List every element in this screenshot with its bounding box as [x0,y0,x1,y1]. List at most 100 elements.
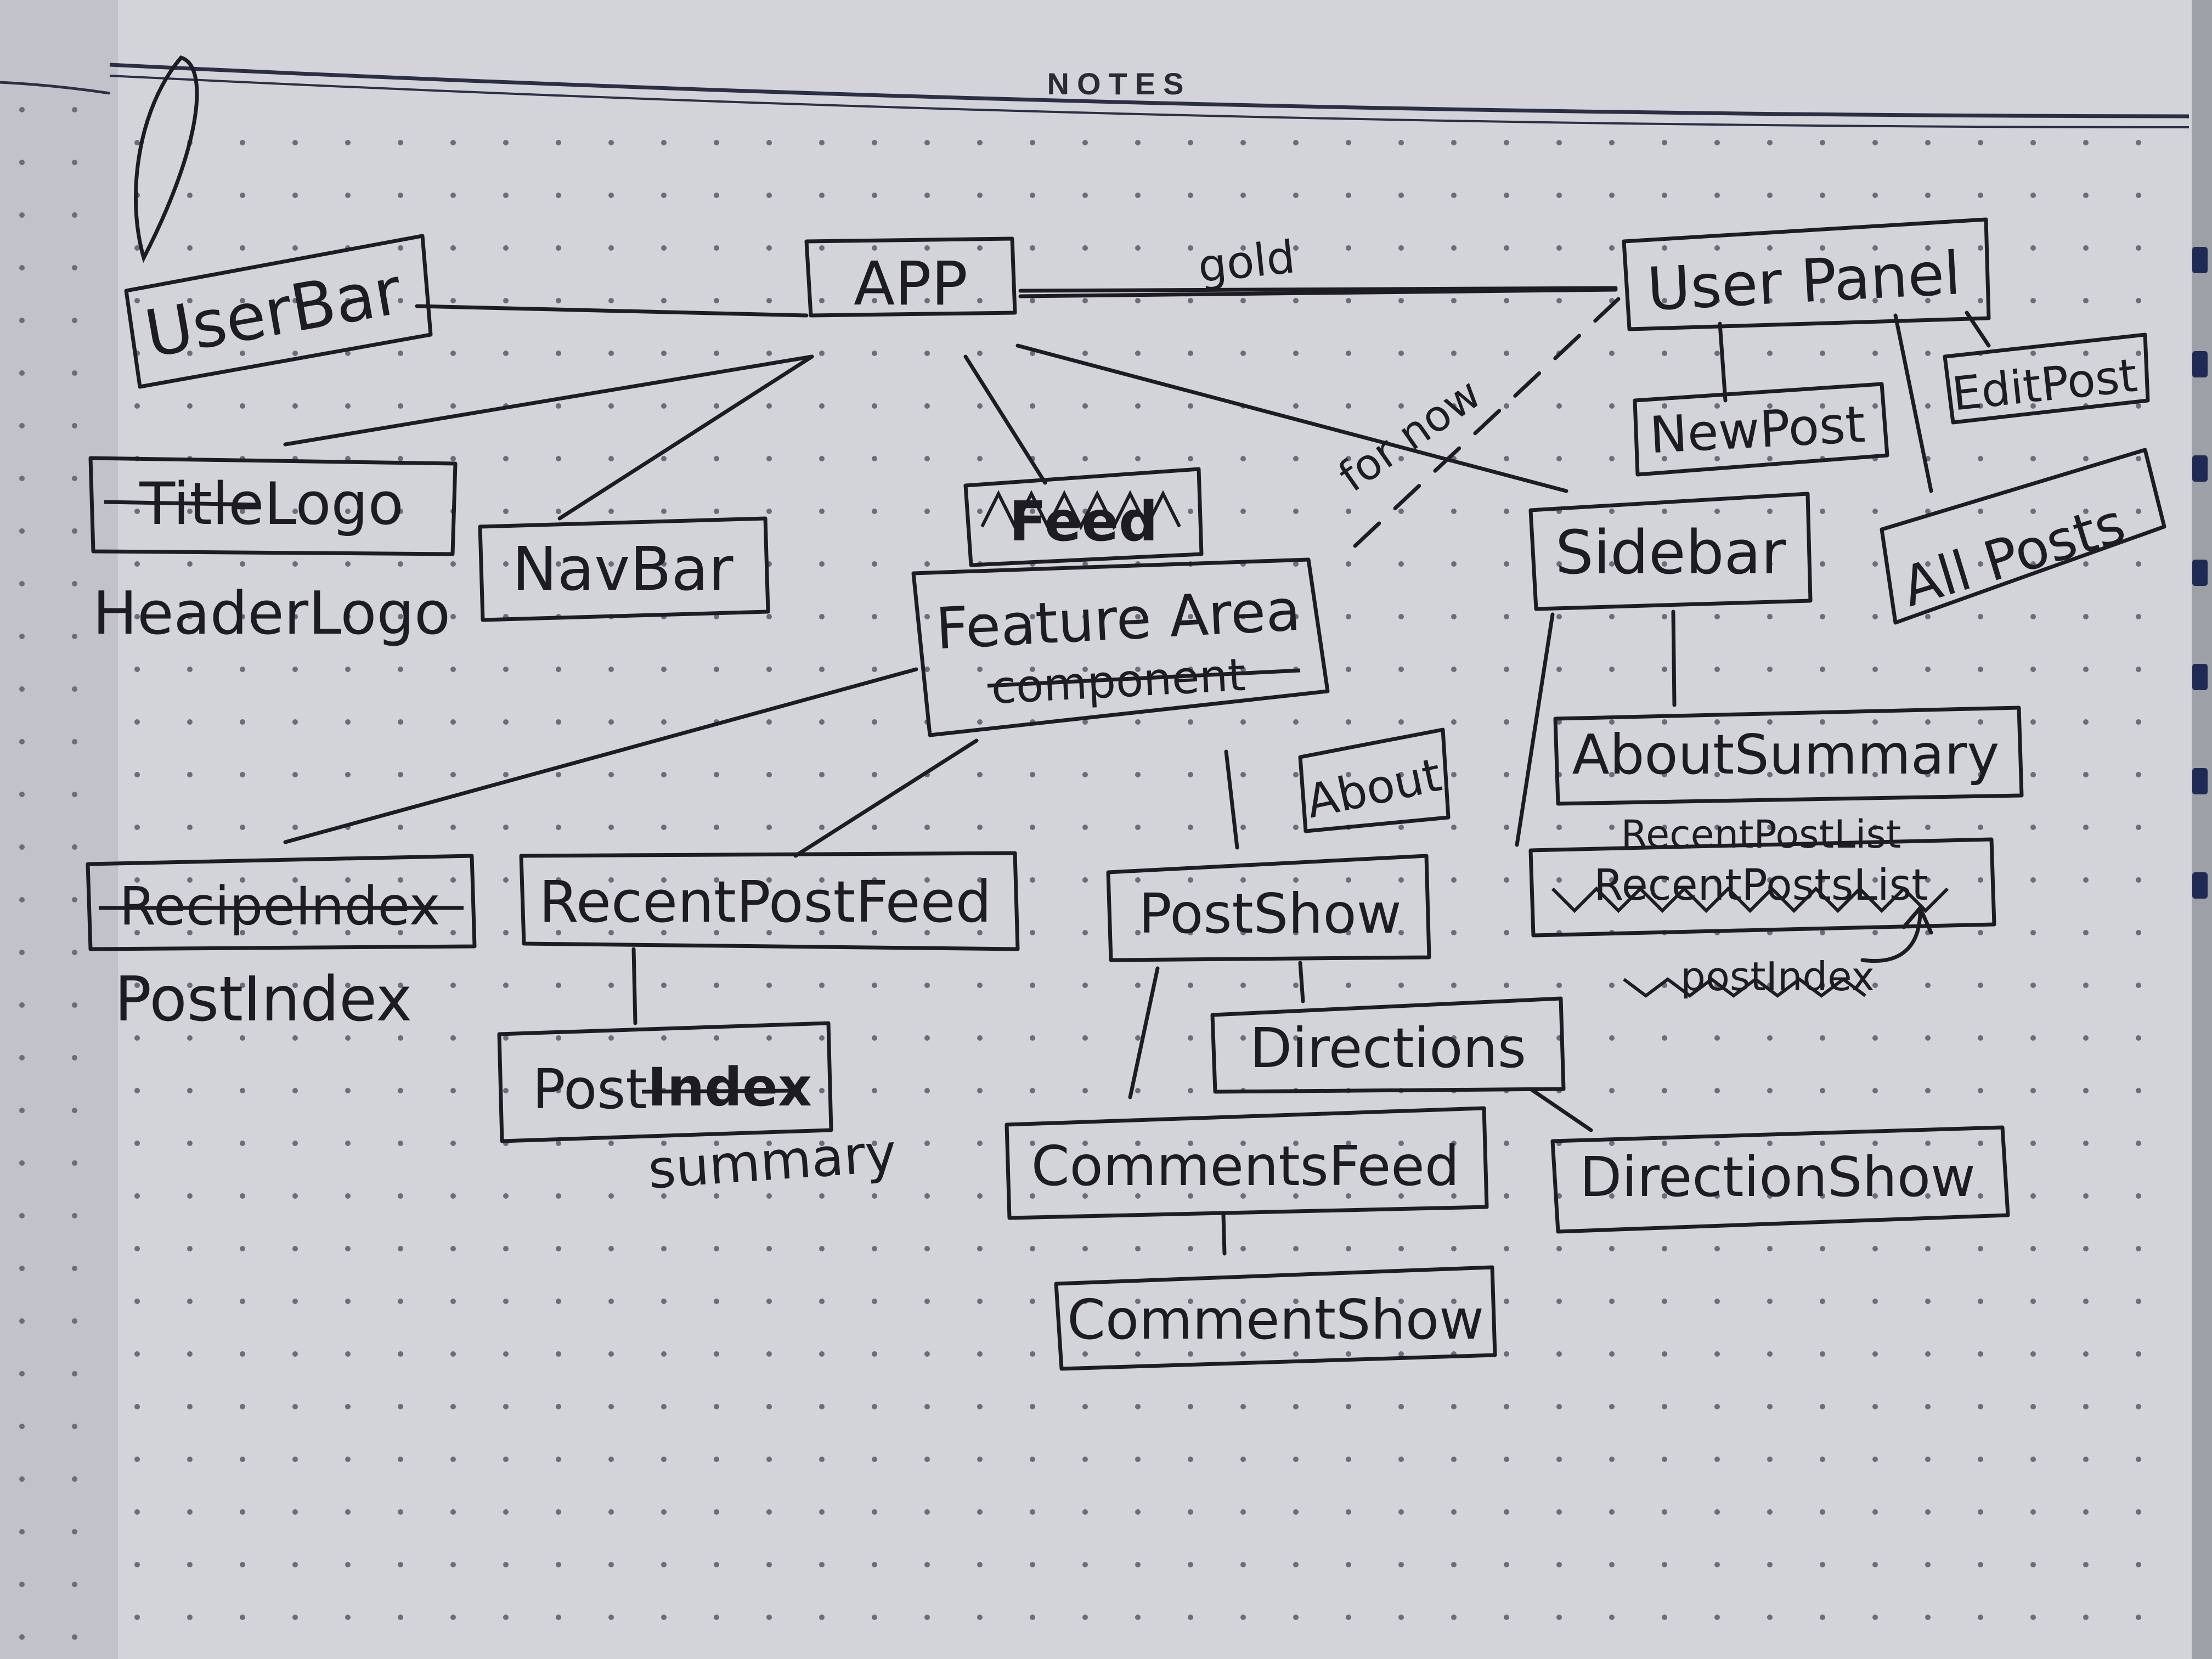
grid-dot [1346,1193,1351,1199]
grid-dot [1872,1299,1878,1304]
grid-dot [134,930,140,935]
grid-dot [1188,1457,1193,1462]
grid-dot [19,1634,25,1640]
grid-dot [72,476,77,481]
grid-dot [1293,1141,1299,1146]
grid-dot [292,193,298,198]
box-navbar [478,516,770,622]
grid-dot [450,298,456,303]
box-aboutsummary [1553,706,2024,806]
grid-dot [1820,719,1825,725]
grid-dot [819,1299,825,1304]
grid-dot [292,772,298,777]
grid-dot [1978,1035,1983,1041]
grid-dot [1714,719,1720,725]
grid-dot [924,1299,930,1304]
grid-dot [1082,1509,1088,1515]
box-sidebar [1528,492,1813,611]
grid-dot [2083,1562,2089,1567]
grid-dot [1135,983,1141,988]
grid-dot [2083,1509,2089,1515]
grid-dot [134,983,140,988]
grid-dot [1556,561,1562,567]
grid-dot [450,1246,456,1251]
grid-dot [187,825,193,830]
grid-dot [240,667,245,672]
grid-dot [187,772,193,777]
grid-dot [72,265,77,270]
grid-dot [714,825,719,830]
grid-dot [345,983,351,988]
scribble-recentpostslist [1551,886,1949,913]
grid-dot [714,877,719,883]
grid-dot [977,1351,983,1357]
grid-dot [1609,509,1615,514]
grid-dot [714,1193,719,1199]
grid-dot [345,1193,351,1199]
grid-dot [345,1404,351,1409]
grid-dot [1188,1404,1193,1409]
box-postshow [1106,854,1431,962]
grid-dot [19,897,25,902]
grid-dot [872,877,877,883]
grid-dot [1767,456,1773,461]
grid-dot [1556,667,1562,672]
grid-dot [450,1351,456,1357]
grid-dot [977,140,983,145]
grid-dot [924,1246,930,1251]
grid-dot [1188,983,1193,988]
grid-dot [1714,561,1720,567]
grid-dot [2083,456,2089,461]
grid-dot [819,1457,825,1462]
grid-dot [1925,825,1931,830]
grid-dot [872,1562,877,1567]
grid-dot [1978,1351,1983,1357]
grid-dot [1978,1246,1983,1251]
grid-dot [1504,719,1509,725]
grid-dot [398,403,403,409]
grid-dot [72,107,77,112]
grid-dot [1398,140,1404,145]
box-feature-area [911,557,1330,737]
grid-dot [187,930,193,935]
grid-dot [1978,1193,1983,1199]
grid-dot [1767,1088,1773,1093]
grid-dot [1978,930,1983,935]
edge-userpanel-allposts [1893,313,1933,493]
grid-dot [1451,825,1457,830]
grid-dot [398,456,403,461]
grid-dot [292,1246,298,1251]
grid-dot [1767,1141,1773,1146]
grid-dot [345,1088,351,1093]
grid-dot [1714,509,1720,514]
grid-dot [134,561,140,567]
grid-dot [556,403,561,409]
grid-dot [2136,1509,2141,1515]
box-userbar [124,234,433,389]
grid-dot [450,772,456,777]
grid-dot [2136,1141,2141,1146]
grid-dot [977,1246,983,1251]
grid-dot [608,1351,614,1357]
grid-dot [1135,930,1141,935]
grid-dot [345,1351,351,1357]
grid-dot [2136,245,2141,251]
grid-dot [714,983,719,988]
grid-dot [1504,877,1509,883]
grid-dot [1504,1509,1509,1515]
grid-dot [398,298,403,303]
grid-dot [398,351,403,356]
grid-dot [134,1562,140,1567]
grid-dot [1504,298,1509,303]
grid-dot [345,1299,351,1304]
grid-dot [1293,614,1299,619]
grid-dot [2083,1193,2089,1199]
grid-dot [977,825,983,830]
grid-dot [872,193,877,198]
grid-dot [187,403,193,409]
grid-dot [977,667,983,672]
grid-dot [1504,825,1509,830]
grid-dot [1820,509,1825,514]
grid-dot [1240,667,1246,672]
grid-dot [1609,1193,1615,1199]
